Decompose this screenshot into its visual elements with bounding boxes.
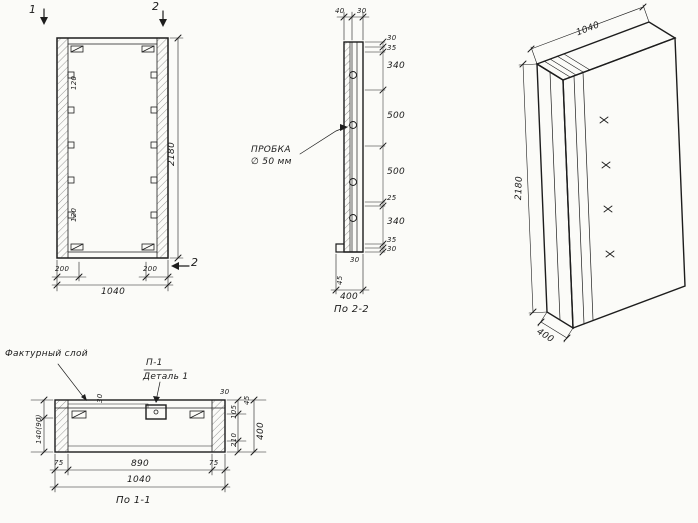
dim-s1-bottom-left: 75 [54,459,64,467]
dim-s2-chain-6: 340 [387,217,406,227]
dim-s1-bottom-right: 75 [209,459,219,467]
dim-s2-top-a: 40 [335,7,345,15]
callout-plug-line2: ∅ 50 мм [251,157,292,167]
callout-facing-layer: Фактурный слой [5,349,88,359]
dim-s1-right-d: 30 [220,388,230,396]
section-2-title: По 2-2 [334,304,369,315]
dim-s2-chain-1: 35 [387,44,397,52]
dim-s2-chain-7: 35 [387,236,397,244]
section-1-title: По 1-1 [116,495,151,506]
dim-s1-thickness: 400 [256,421,266,440]
dim-s1-left: 140(90) [35,414,43,444]
callout-plug-line1: ПРОБКА [251,145,291,155]
dim-s2-bottom-b: 30 [350,256,360,264]
dim-anchor-top: 120 [70,75,78,90]
dim-s2-chain-2: 340 [387,61,406,71]
dim-s1-right-c: 45 [243,395,251,405]
dim-front-width: 1040 [101,287,126,297]
callout-detail-1: Деталь 1 [143,372,189,382]
dim-s2-chain-5: 25 [387,194,397,202]
dim-s2-bottom-a: 45 [336,275,344,285]
section-mark-1-label: 1 [29,3,37,16]
dim-front-height: 2180 [167,141,177,166]
dim-s1-bottom-total: 1040 [127,475,152,485]
dim-s2-chain-8: 30 [387,245,397,253]
dim-s1-bottom-center: 890 [131,459,150,469]
dim-iso-height: 2180 [514,175,525,201]
dim-s2-top-b: 30 [357,7,367,15]
dim-s2-width: 400 [340,292,359,302]
dim-offset-right: 200 [143,265,158,273]
dim-s2-chain-0: 30 [387,34,397,42]
dim-s1-right-a: 105 [230,404,238,419]
dim-anchor-bottom: 120 [70,207,78,222]
section-mark-2-bot-label: 2 [191,256,199,269]
dim-offset-left: 200 [55,265,70,273]
dim-s2-chain-3: 500 [387,111,406,121]
dim-s1-top: 30 [96,393,104,403]
dim-s2-chain-4: 500 [387,167,406,177]
section-mark-2-top-label: 2 [152,0,160,13]
callout-node-p1: П-1 [146,358,163,368]
dim-s1-right-b: 210 [230,432,238,447]
